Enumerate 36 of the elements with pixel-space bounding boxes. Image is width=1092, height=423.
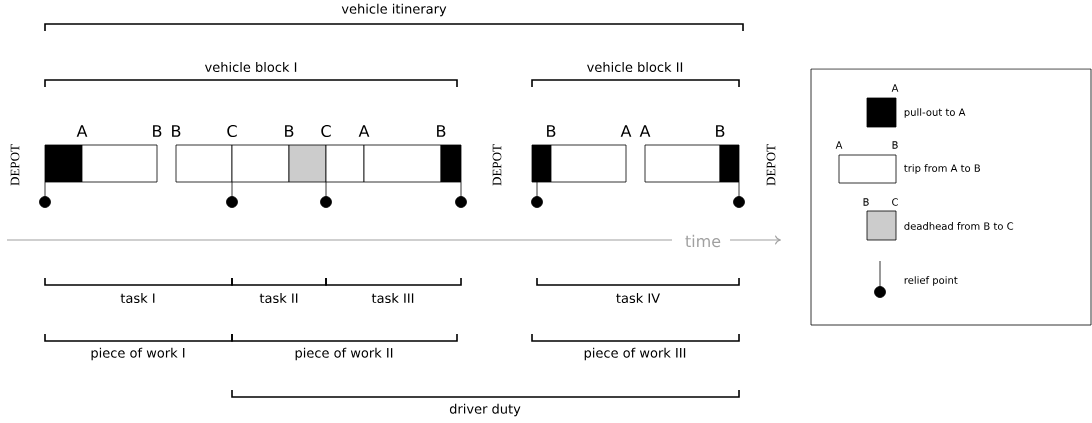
stop-letter: B — [437, 125, 446, 137]
stop-letter: B — [153, 125, 162, 137]
legend-letter: B — [892, 141, 898, 149]
stop-letter: A — [76, 125, 88, 137]
stop-letter: B — [285, 125, 294, 137]
axis-label: time — [685, 234, 721, 248]
bracket-label: vehicle block I — [204, 61, 297, 73]
legend-letter: C — [892, 198, 898, 206]
depot-label: DEPOT — [10, 144, 20, 186]
stop-letter: A — [358, 125, 370, 137]
stop-letter: A — [620, 125, 632, 137]
legend-letter: A — [891, 84, 899, 92]
legend-letter: B — [863, 198, 869, 206]
bracket-label: task III — [371, 292, 414, 304]
bracket-label: task II — [259, 292, 298, 304]
legend-label: trip from A to B — [904, 164, 980, 174]
stop-letter: B — [172, 125, 181, 137]
depot-label: DEPOT — [766, 144, 776, 186]
bracket-label: task IV — [616, 292, 660, 304]
legend-letter: A — [835, 141, 843, 149]
bracket-label: piece of work I — [91, 347, 185, 361]
bracket-label: driver duty — [449, 403, 521, 417]
legend-label: deadhead from B to C — [904, 222, 1014, 230]
bracket-label: task I — [120, 292, 155, 304]
bracket-label: piece of work II — [295, 347, 393, 361]
stop-letter: C — [321, 124, 331, 138]
legend-label: relief point — [904, 276, 958, 286]
stop-letter: C — [227, 124, 237, 138]
bracket-label: piece of work III — [584, 347, 686, 361]
stop-letter: B — [716, 125, 725, 137]
bracket-label: vehicle itinerary — [341, 3, 447, 17]
stop-letter: A — [639, 125, 651, 137]
bracket-label: vehicle block II — [587, 61, 683, 73]
legend-label: pull-out to A — [904, 108, 966, 118]
stop-letter: B — [547, 125, 556, 137]
depot-label: DEPOT — [492, 144, 502, 186]
